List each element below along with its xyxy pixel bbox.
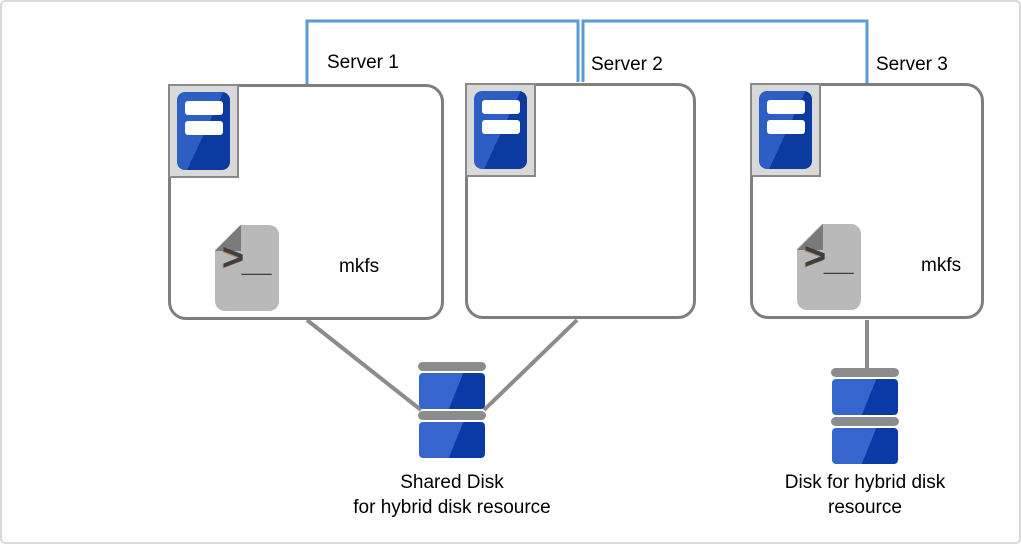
disk-bar-icon — [418, 362, 486, 371]
server3-mkfs-script: > _ mkfs — [796, 223, 1021, 314]
server3-label: Server 3 — [876, 54, 948, 75]
server2-box — [465, 83, 696, 319]
server3-box: > _ mkfs — [750, 83, 984, 319]
mkfs-label: mkfs — [921, 255, 962, 276]
shared-disk-caption-line2: for hybrid disk resource — [353, 497, 551, 518]
terminal-cursor-icon: _ — [824, 240, 854, 278]
server-icon — [750, 83, 821, 177]
shared-disk-icon — [418, 362, 486, 460]
disk-bar-icon — [418, 411, 486, 420]
server3-disk-caption-line1: Disk for hybrid disk — [784, 472, 946, 493]
tower-slot-icon — [185, 101, 223, 115]
disk-line-server2-shared-disk — [482, 318, 579, 412]
tower-slot-icon — [767, 100, 805, 114]
disk-platter-icon — [419, 422, 485, 458]
server1-mkfs-script: > _ mkfs — [214, 224, 445, 315]
tower-slot-icon — [482, 100, 520, 114]
server-tower-icon — [759, 91, 812, 169]
terminal-prompt-icon: > — [222, 237, 245, 279]
server-tower-icon — [474, 91, 527, 169]
server3-disk-caption: Disk for hybrid disk resource — [735, 470, 995, 520]
server3-disk-icon — [831, 368, 899, 466]
shared-disk-caption: Shared Disk for hybrid disk resource — [302, 470, 602, 520]
tower-slot-icon — [185, 121, 223, 135]
terminal-cursor-icon: _ — [242, 241, 272, 279]
server1-label: Server 1 — [327, 52, 399, 73]
server2-label: Server 2 — [591, 54, 663, 75]
disk-platter-icon — [832, 379, 898, 415]
server-icon — [465, 83, 536, 177]
server1-box: > _ mkfs — [168, 84, 444, 320]
tower-slot-icon — [767, 120, 805, 134]
terminal-prompt-icon: > — [804, 236, 827, 278]
script-file-icon: > _ — [796, 223, 861, 310]
script-file-icon: > _ — [214, 224, 279, 311]
disk-platter-icon — [832, 428, 898, 464]
shared-disk-caption-line1: Shared Disk — [400, 472, 504, 493]
disk-line-server1-shared-disk — [305, 318, 423, 412]
network-line-server1-server2 — [305, 19, 580, 84]
disk-bar-icon — [831, 368, 899, 377]
disk-platter-icon — [419, 373, 485, 409]
server-tower-icon — [177, 92, 230, 170]
server3-disk-caption-line2: resource — [828, 497, 902, 518]
disk-bar-icon — [831, 417, 899, 426]
server-icon — [168, 84, 239, 178]
tower-slot-icon — [482, 120, 520, 134]
network-line-server2-server3 — [581, 19, 869, 84]
mkfs-label: mkfs — [339, 256, 380, 277]
